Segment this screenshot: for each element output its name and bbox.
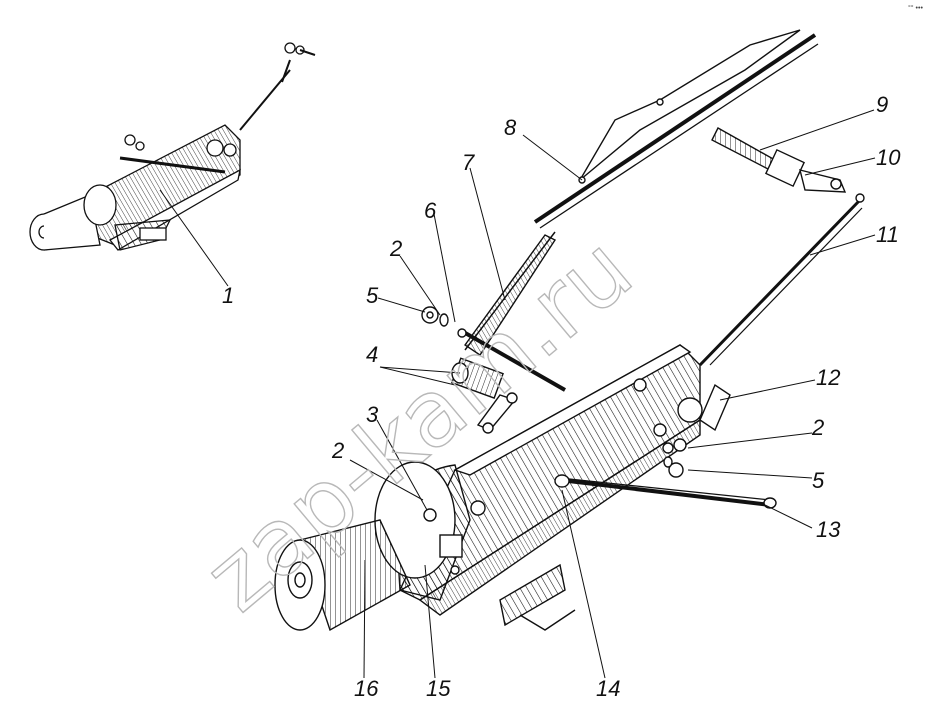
callout-3: 3 — [366, 402, 379, 427]
callout-16: 16 — [354, 676, 379, 701]
main-assembly — [274, 29, 865, 632]
overview-assembly — [29, 42, 316, 251]
callout-2b: 2 — [811, 415, 824, 440]
callout-13: 13 — [816, 517, 841, 542]
callout-15: 15 — [426, 676, 451, 701]
callout-8: 8 — [504, 115, 517, 140]
callout-7: 7 — [462, 150, 475, 175]
callout-6: 6 — [424, 198, 437, 223]
callout-11: 11 — [876, 222, 899, 247]
callout-2c: 2 — [331, 438, 344, 463]
leader-lines — [159, 109, 876, 679]
callout-4: 4 — [366, 342, 378, 367]
callout-5b: 5 — [812, 468, 825, 493]
callout-2a: 2 — [389, 236, 402, 261]
callout-9: 9 — [876, 92, 888, 117]
callout-12: 12 — [816, 365, 840, 390]
corner-mark: °° ••• — [908, 4, 923, 12]
callout-1: 1 — [222, 283, 234, 308]
callout-14: 14 — [596, 676, 620, 701]
callout-10: 10 — [876, 145, 901, 170]
callout-5a: 5 — [366, 283, 379, 308]
